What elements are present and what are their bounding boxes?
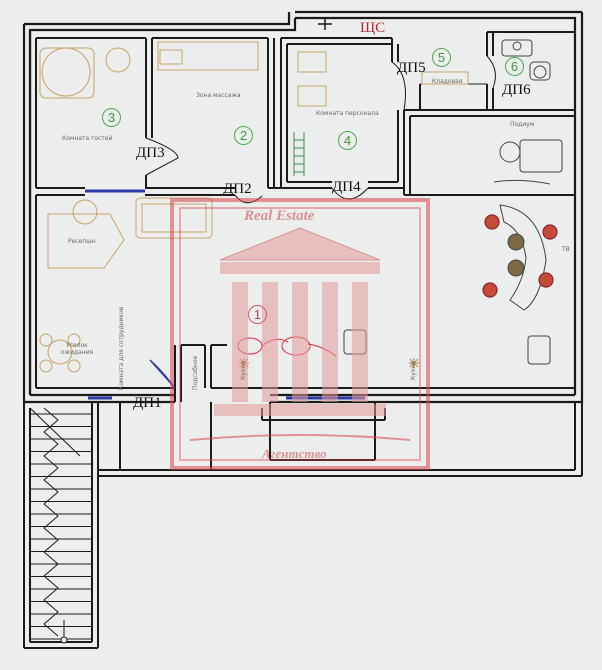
room-name-massage: Зона массажа [196, 92, 241, 99]
stair-zigzag [29, 407, 81, 644]
round-tables [507, 233, 525, 277]
ladder [293, 132, 305, 176]
watermark-top-text: Real Estate [244, 208, 315, 224]
label-shc: ЩС [360, 20, 386, 36]
furniture-dark [343, 39, 563, 365]
room-number-5: 5 [432, 48, 451, 67]
room-number-4: 4 [338, 131, 357, 150]
label-dp1: ДП1 [133, 395, 162, 411]
watermark-logo [170, 198, 430, 470]
label-dp6: ДП6 [502, 82, 531, 98]
room-number-1: 1 [248, 305, 267, 324]
room-name-waiting: Уголок ожидания [60, 342, 94, 356]
bar-stools [482, 214, 558, 298]
room-name-tv: ТВ [562, 246, 570, 253]
vertical-label-mid: Кухня [240, 361, 247, 380]
room-number-2: 2 [234, 126, 253, 145]
watermark-bottom-text: Агентство [262, 446, 327, 461]
room-name-storage: Кладовая [432, 78, 463, 85]
label-dp5: ДП5 [397, 60, 426, 76]
shc-panel [318, 18, 332, 30]
room-name-staff: Комната персонала [316, 110, 379, 117]
room-number-6: 6 [505, 57, 524, 76]
room-name-reception: Ресепшн [68, 238, 96, 245]
room-number-3: 3 [102, 108, 121, 127]
label-dp4: ДП4 [332, 179, 361, 195]
room-name-podium: Подиум [510, 121, 535, 128]
label-dp2: ДП2 [223, 181, 252, 197]
vertical-label-right: Кухня [410, 361, 417, 380]
outer-walls [22, 10, 584, 404]
vertical-label-corridor: Комната для сотрудников [118, 306, 125, 390]
vertical-label-left: Подсобное [192, 355, 199, 390]
room-name-guest: Комната гостей [62, 135, 113, 142]
label-dp3: ДП3 [136, 145, 165, 161]
stair-treads [30, 413, 92, 640]
